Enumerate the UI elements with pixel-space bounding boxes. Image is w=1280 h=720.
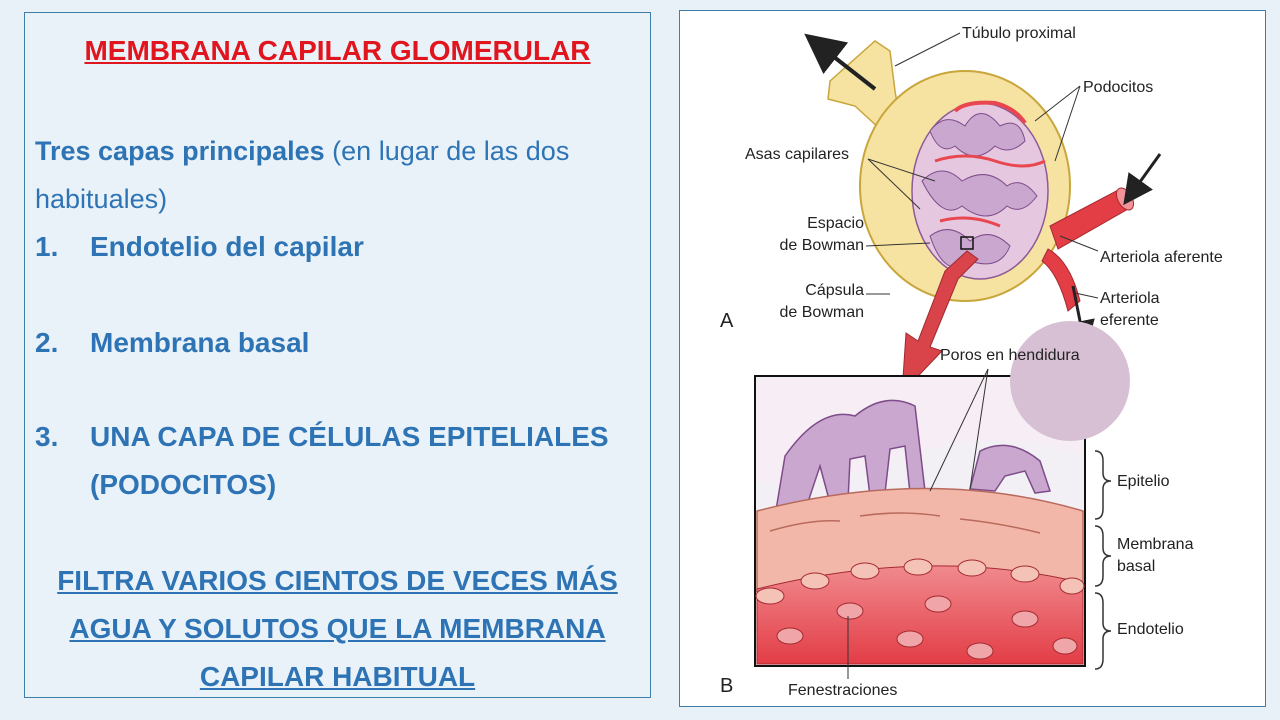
filtration-membrane-detail xyxy=(754,321,1130,667)
layer-item-3: 3. UNA CAPA DE CÉLULAS EPITELIALES (PODO… xyxy=(35,413,645,509)
layer-item-1: 1. Endotelio del capilar xyxy=(35,223,645,271)
label-capsula-1: Cápsula xyxy=(805,282,864,299)
label-fenestraciones: Fenestraciones xyxy=(788,682,898,699)
zoom-arrow xyxy=(901,250,979,395)
slide-title: MEMBRANA CAPILAR GLOMERULAR xyxy=(84,35,591,66)
label-membrana-1: Membrana xyxy=(1117,536,1194,553)
label-capsula-2: de Bowman xyxy=(779,304,865,321)
label-arteriola-aferente: Arteriola aferente xyxy=(1100,249,1223,266)
label-espacio-1: Espacio xyxy=(807,215,864,232)
layer-item-2: 2. Membrana basal xyxy=(35,319,645,367)
layer-number: 2. xyxy=(35,327,59,358)
efferent-arteriole xyxy=(1041,248,1081,312)
layer-number: 1. xyxy=(35,231,59,262)
capillary-tuft xyxy=(911,100,1049,280)
intro-bold: Tres capas principales xyxy=(35,136,325,166)
label-letter-b: B xyxy=(720,675,734,697)
layer-number: 3. xyxy=(35,421,59,452)
label-epitelio: Epitelio xyxy=(1117,473,1170,490)
label-podocitos: Podocitos xyxy=(1083,79,1154,96)
diagram-panel: Túbulo proximal Podocitos Asas capilares… xyxy=(679,10,1266,707)
label-arteriola-eferente-2: eferente xyxy=(1100,312,1159,329)
layer-text: Endotelio del capilar xyxy=(90,231,364,262)
label-espacio-2: de Bowman xyxy=(779,237,865,254)
glomerulus-illustration xyxy=(754,32,1162,679)
text-panel: MEMBRANA CAPILAR GLOMERULAR Tres capas p… xyxy=(24,12,651,698)
layer-text: Membrana basal xyxy=(90,327,310,358)
intro-text: Tres capas principales (en lugar de las … xyxy=(35,127,635,223)
intro-rest: (en lugar de las dos habituales) xyxy=(35,136,570,214)
layer-text: UNA CAPA DE CÉLULAS EPITELIALES (PODOCIT… xyxy=(90,421,609,500)
label-tubulo-proximal: Túbulo proximal xyxy=(962,25,1076,42)
label-endotelio: Endotelio xyxy=(1117,621,1184,638)
label-asas-capilares: Asas capilares xyxy=(745,146,850,163)
conclusion-text: FILTRA VARIOS CIENTOS DE VECES MÁS AGUA … xyxy=(57,565,618,692)
label-poros-hendidura: Poros en hendidura xyxy=(940,347,1080,364)
label-letter-a: A xyxy=(720,310,734,332)
label-arteriola-eferente-1: Arteriola xyxy=(1100,290,1160,307)
label-membrana-2: basal xyxy=(1117,558,1156,575)
